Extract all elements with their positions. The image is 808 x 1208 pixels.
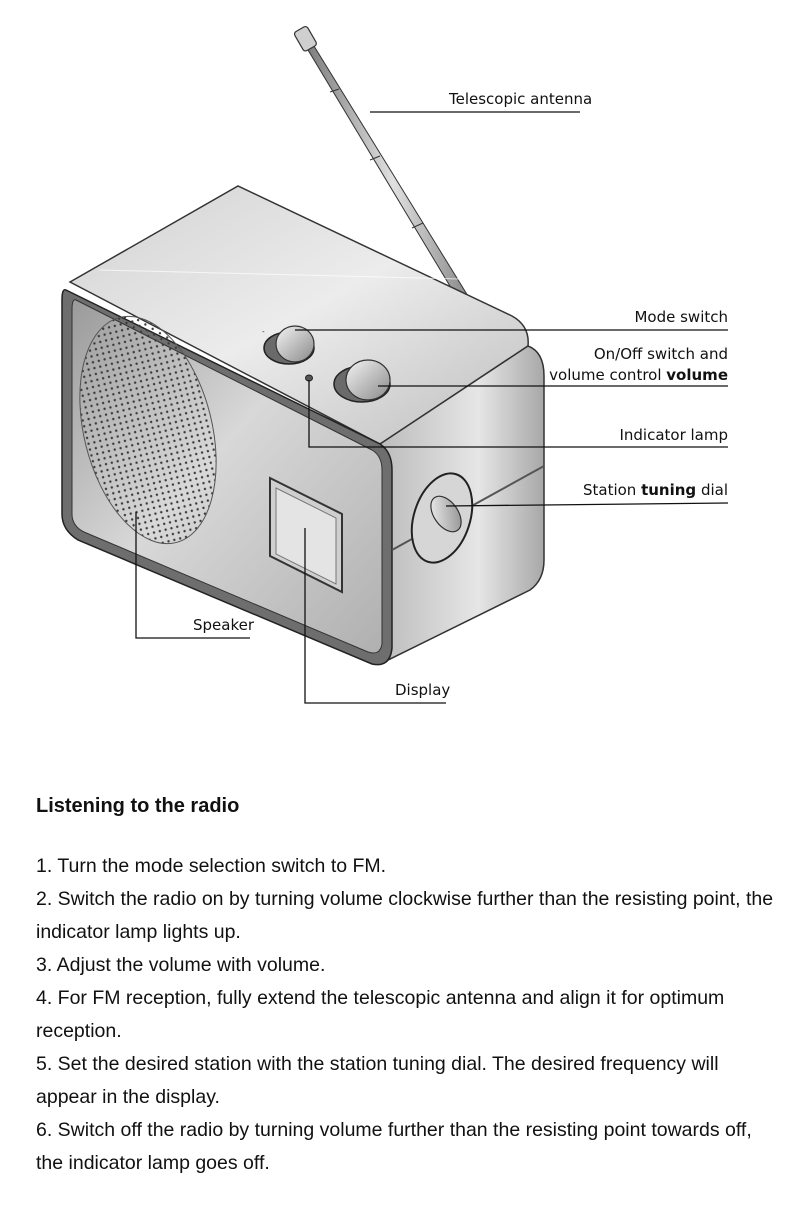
label-tuning-suffix: dial [696, 481, 728, 499]
tuning-dial [410, 472, 474, 564]
label-volume-control: volume control volume [549, 366, 728, 384]
label-station-tuning-dial: Station tuning dial [583, 481, 728, 499]
instruction-step: 4. For FM reception, fully extend the te… [36, 987, 725, 1042]
instruction-step: 3. Adjust the volume with volume. [36, 954, 326, 976]
label-onoff-switch: On/Off switch and [594, 345, 728, 363]
label-mode-switch: Mode switch [634, 308, 728, 326]
radio-diagram: - Telescopic antenna Mode switch On/Off … [61, 25, 729, 704]
label-display: Display [395, 681, 450, 699]
label-telescopic-antenna: Telescopic antenna [448, 90, 592, 108]
label-tuning-prefix: Station [583, 481, 641, 499]
label-speaker: Speaker [193, 616, 255, 634]
instruction-step: 5. Set the desired station with the stat… [36, 1053, 719, 1108]
display-window [269, 476, 343, 594]
instruction-steps: 1. Turn the mode selection switch to FM.… [36, 850, 781, 1180]
svg-text:-: - [262, 327, 265, 336]
volume-knob [333, 359, 391, 403]
instruction-step: 1. Turn the mode selection switch to FM. [36, 855, 387, 877]
speaker-grill [79, 315, 217, 545]
instruction-step: 2. Switch the radio on by turning volume… [36, 888, 774, 943]
label-volume-control-prefix: volume control [549, 366, 666, 384]
section-heading: Listening to the radio [36, 795, 240, 817]
leader-lines [135, 111, 729, 704]
label-volume-control-bold: volume [666, 366, 728, 384]
instruction-step: 6. Switch off the radio by turning volum… [36, 1119, 752, 1174]
instructions-section: Listening to the radio 1. Turn the mode … [36, 792, 781, 1180]
label-tuning-bold: tuning [641, 481, 696, 499]
mode-switch-knob: - [262, 325, 315, 365]
label-indicator-lamp: Indicator lamp [619, 426, 728, 444]
